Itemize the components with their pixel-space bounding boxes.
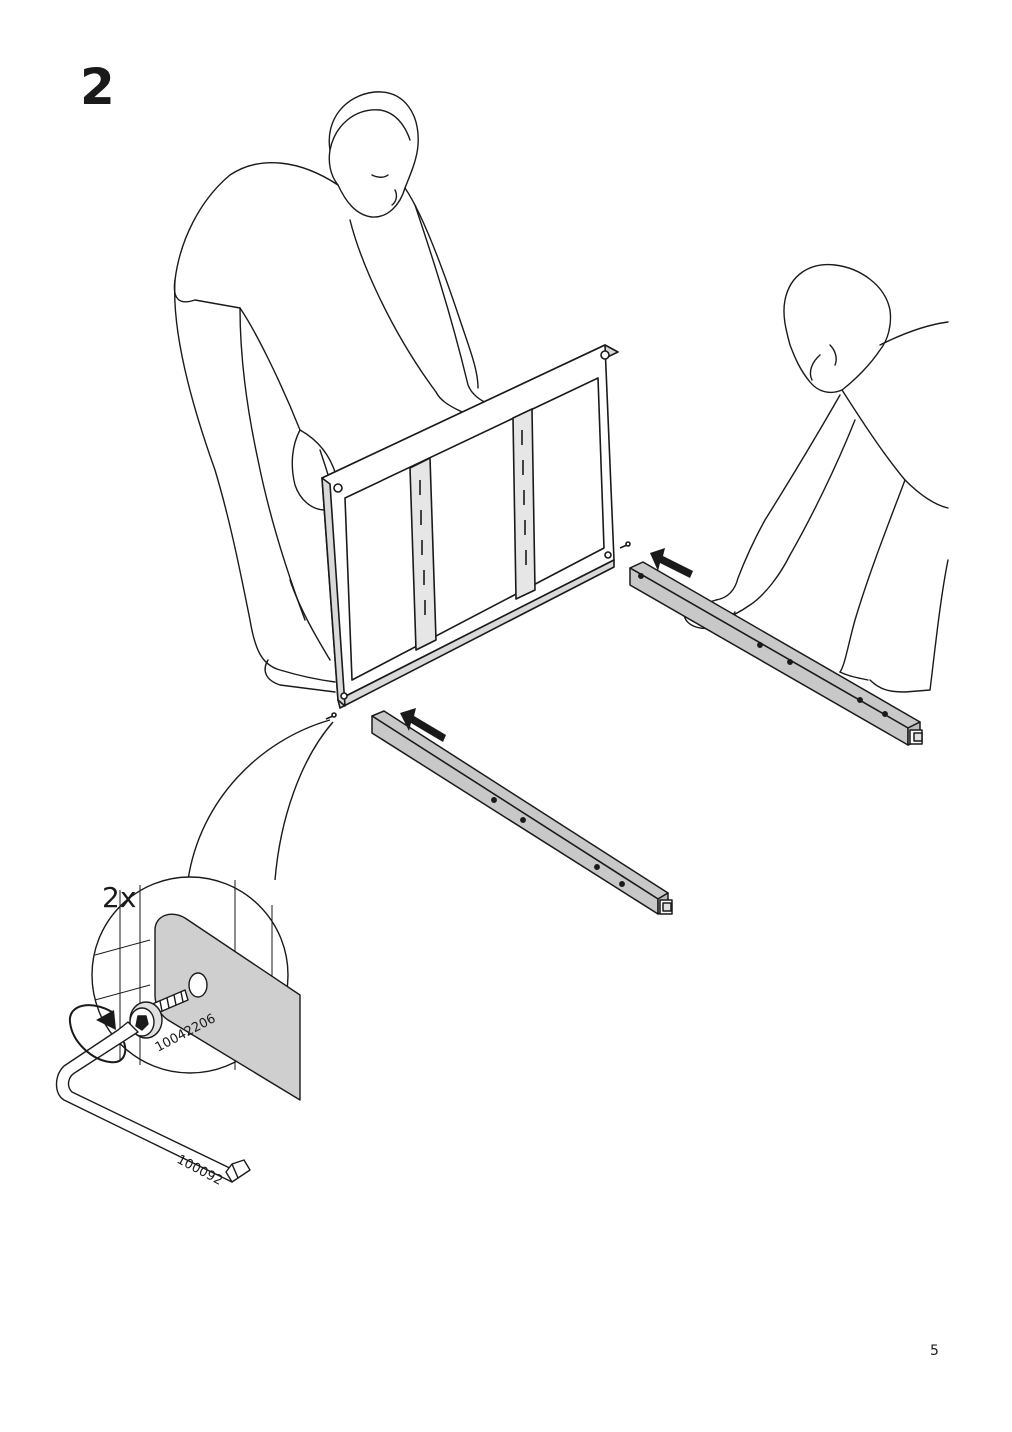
- arrow-left-icon: [400, 708, 446, 742]
- step-number: 2: [80, 58, 115, 116]
- person-right: [683, 263, 949, 693]
- rotate-clockwise-icon: [68, 1004, 127, 1064]
- allen-key-100092: [55, 1021, 251, 1183]
- detail-magnified-content: [94, 880, 301, 1101]
- quantity-label: 2x: [102, 881, 136, 914]
- side-rail-right: [629, 561, 923, 746]
- arrow-left-icon: [650, 548, 693, 578]
- side-rail-left: [371, 710, 673, 915]
- screw-10042206: [129, 989, 189, 1039]
- page-number: 5: [930, 1343, 939, 1359]
- bed-frame: [321, 344, 631, 720]
- person-left: [173, 91, 493, 693]
